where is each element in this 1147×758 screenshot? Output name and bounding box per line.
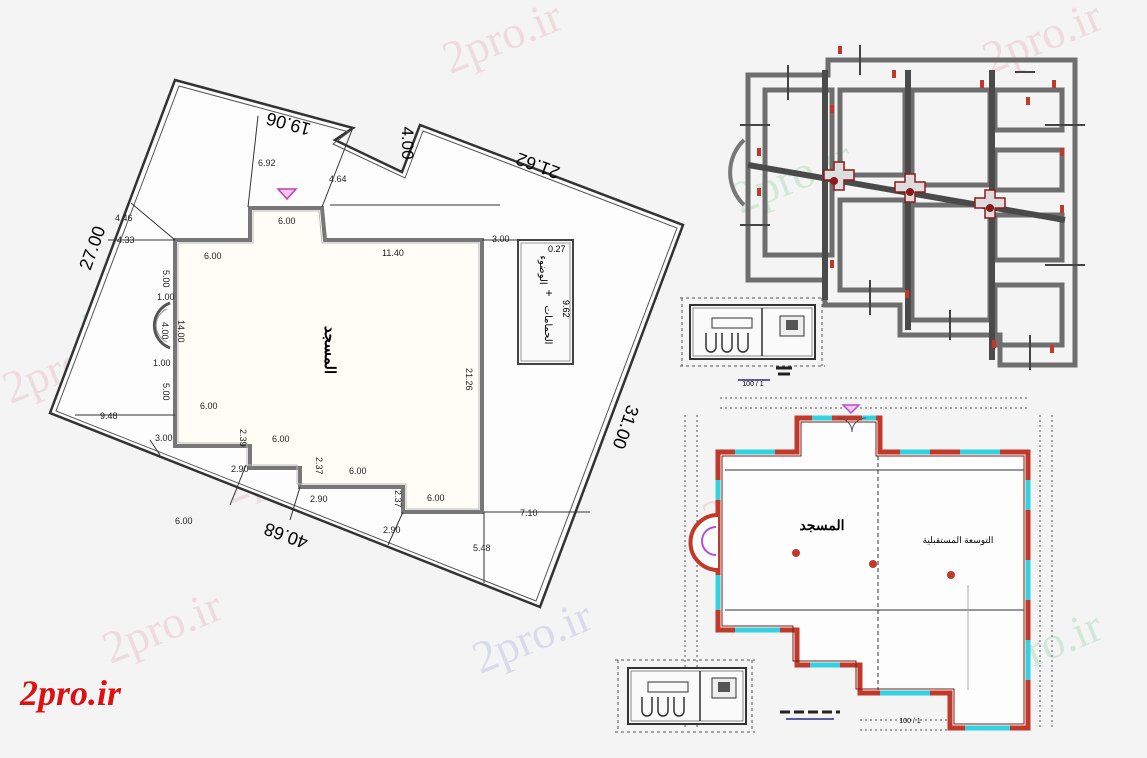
dim-label: 3.00 (492, 234, 510, 244)
dim-label: 2.37 (393, 490, 403, 508)
structural-tags (757, 46, 1064, 353)
dim-label: 6.00 (175, 516, 193, 526)
structural-stubs (740, 45, 1085, 370)
dimension-lines (75, 115, 590, 583)
boundary-dim-notch: 4.00 (398, 126, 417, 159)
entrance-door (837, 404, 867, 433)
dim-label: 1.00 (153, 358, 171, 368)
mihrab (152, 301, 171, 350)
dim-label: 7.10 (520, 508, 538, 518)
site-boundary-inner (55, 85, 678, 602)
entrance-marker (276, 188, 298, 201)
dim-label: 14.00 (176, 320, 186, 343)
dim-label: 6.00 (272, 434, 290, 444)
column-dots (830, 177, 994, 212)
floor-plan-wall-inner (721, 421, 1025, 725)
dim-label: 2.37 (314, 457, 324, 475)
dim-label: 1.00 (157, 292, 175, 302)
dim-label: 2.90 (310, 494, 328, 504)
dim-label: 9.48 (100, 411, 118, 421)
floor-columns (792, 549, 955, 579)
dim-label: 21.26 (464, 368, 474, 391)
service-dim-side: 9.62 (561, 300, 571, 318)
toilet-detail-2 (615, 659, 755, 733)
dim-label: 4.46 (115, 213, 133, 223)
structural-cell (837, 87, 908, 178)
dim-label: 6.00 (278, 216, 296, 226)
service-label-plus: + (545, 286, 552, 300)
dim-label: 4.00 (160, 322, 170, 340)
service-block (517, 239, 574, 365)
interior-lines (725, 456, 1024, 690)
dim-label: 4.33 (117, 235, 135, 245)
structural-cell (837, 197, 908, 293)
structural-plan (728, 45, 1085, 370)
structural-cell (992, 212, 1065, 263)
structural-cell (762, 87, 835, 258)
dim-label: 4.64 (329, 174, 347, 184)
dim-label: 6.00 (349, 466, 367, 476)
service-dim-top: 0.27 (548, 244, 566, 254)
floor-mihrab-inner (701, 526, 717, 556)
dim-label: 11.40 (382, 248, 404, 258)
mosque-outline-inner (177, 210, 480, 510)
site-plan: المسجد الوضوء + الحمامات 0.27 9.62 19.06… (48, 78, 685, 609)
dim-label: 5.48 (473, 543, 491, 553)
service-label-2: الحمامات (542, 306, 553, 345)
dim-label: 6.00 (204, 251, 222, 261)
structural-cell (909, 87, 993, 188)
scale-label: 100 / 1 (742, 381, 764, 388)
dim-label: 2.39 (238, 429, 248, 447)
floor-plan: المسجد التوسعة المستقبلية 100 / 1 (684, 397, 1053, 731)
service-block-inner (520, 242, 571, 362)
mosque-title: المسجد (321, 326, 338, 374)
site-logo: 2pro.ir (20, 673, 122, 713)
site-dim-labels: 6.92 4.64 4.46 4.33 6.00 6.00 11.40 3.00… (100, 158, 538, 553)
mihrab-inner (155, 308, 168, 343)
dim-label: 2.90 (231, 464, 249, 474)
dim-label: 3.00 (155, 433, 173, 443)
dim-label: 6.00 (200, 401, 218, 411)
floor-subtitle: التوسعة المستقبلية (923, 535, 994, 546)
scale-label: 100 / 1 (899, 718, 921, 725)
floor-title: المسجد (799, 517, 844, 533)
toilet-detail-1: 100 / 1 (680, 297, 825, 388)
structural-cell (909, 202, 993, 323)
boundary-dim-bottom: 40.68 (261, 519, 310, 553)
dim-label: 6.92 (258, 158, 276, 168)
windows (715, 415, 1031, 731)
floor-plan-wall (715, 415, 1031, 731)
structural-cell (992, 147, 1065, 193)
dim-label: 5.00 (161, 270, 171, 288)
dim-label: 2.90 (383, 525, 401, 535)
structural-mihrab (728, 138, 746, 207)
structural-cell (992, 282, 1065, 348)
floor-mihrab (688, 513, 719, 572)
service-label-1: الوضوء (537, 255, 548, 284)
dim-label: 5.00 (161, 383, 171, 401)
dim-label: 6.00 (427, 493, 445, 503)
